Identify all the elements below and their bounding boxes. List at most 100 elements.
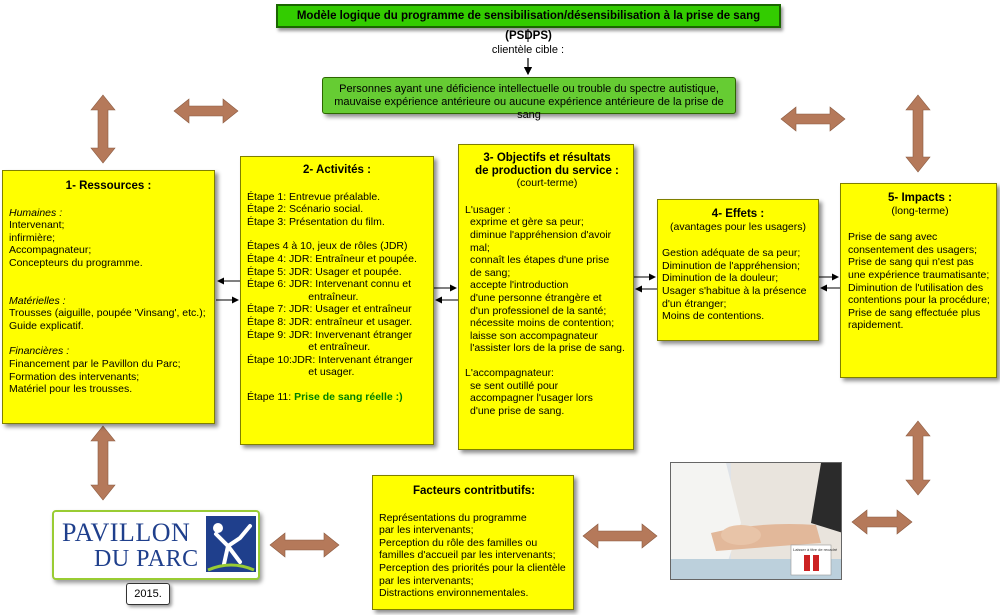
objective-item: accepte l'introduction bbox=[470, 279, 569, 292]
resource-item: Accompagnateur; bbox=[9, 244, 92, 257]
resource-item: Trousses (aiguille, poupée 'Vinsang', et… bbox=[9, 307, 206, 320]
objective-item: de sang; bbox=[470, 266, 511, 279]
blood-draw-photo: Laisser à titre de recadré bbox=[670, 462, 842, 580]
double-arrow-logo-factors bbox=[269, 532, 340, 558]
materielles-label: Matérielles : bbox=[9, 294, 66, 307]
double-arrow-photo-right bbox=[851, 509, 913, 535]
humaines-label: Humaines : bbox=[9, 206, 63, 219]
objective-item: d'une prise de sang. bbox=[470, 404, 565, 417]
activity-step: entraîneur. bbox=[247, 290, 359, 303]
impact-item: consentement des usagers; bbox=[848, 243, 977, 256]
activity-step: Étape 6: JDR: Intervenant connu et bbox=[247, 278, 412, 291]
activity-step: et usager. bbox=[247, 366, 355, 379]
factor-item: Perception des priorités pour la clientè… bbox=[379, 561, 566, 574]
objective-item: accompagner l'usager lors bbox=[470, 392, 593, 405]
factor-item: Perception du rôle des familles ou bbox=[379, 536, 538, 549]
factors-heading: Facteurs contritbutifs: bbox=[412, 485, 536, 497]
objective-item: laisse son accompagnateur bbox=[470, 329, 598, 342]
objective-item: diminue l'appréhension d'avoir bbox=[470, 228, 612, 241]
activity-step: Étape 4: JDR: Entraîneur et poupée. bbox=[247, 252, 417, 265]
double-arrow-top-right bbox=[905, 94, 931, 173]
resource-item: Financement par le Pavillon du Parc; bbox=[9, 357, 181, 370]
objective-item: exprime et gère sa peur; bbox=[470, 216, 584, 229]
objective-item: d'un professionel de la santé; bbox=[470, 304, 607, 317]
resources-heading: 1- Ressources : bbox=[65, 180, 152, 192]
objective-item: d'une personne étrangère et bbox=[470, 291, 602, 304]
activity-step: Étapes 4 à 10, jeux de rôles (JDR) bbox=[247, 240, 408, 253]
resource-item: Guide explicatif. bbox=[9, 319, 84, 332]
impacts-box: 5- Impacts : (long-terme) Prise de sang … bbox=[840, 183, 997, 378]
effects-sub: (avantages pour les usagers) bbox=[670, 220, 806, 233]
impact-item: Prise de sang avec bbox=[848, 231, 938, 244]
impact-item: contentions pour la procédure; bbox=[848, 294, 990, 307]
impact-item: Prise de sang qui n'est pas bbox=[848, 256, 974, 269]
factor-item: Représentations du programme bbox=[379, 511, 527, 524]
usager-label: L'usager : bbox=[465, 203, 511, 216]
effect-item: d'un étranger; bbox=[662, 297, 727, 310]
resource-item: infirmière; bbox=[9, 231, 56, 244]
year-label: 2015. bbox=[126, 583, 170, 605]
diagram-title: Modèle logique du programme de sensibili… bbox=[276, 4, 781, 42]
objective-item: connaît les étapes d'une prise bbox=[470, 254, 610, 267]
double-arrow-target-right bbox=[780, 106, 846, 132]
logo-figure-icon bbox=[206, 516, 256, 572]
financieres-label: Financières : bbox=[9, 345, 70, 358]
factors-box: Facteurs contritbutifs: Représentations … bbox=[372, 475, 574, 610]
effects-heading: 4- Effets : bbox=[711, 208, 765, 220]
resources-box: 1- Ressources : Humaines : Intervenant; … bbox=[2, 170, 215, 424]
impacts-sub: (long-terme) bbox=[891, 204, 949, 217]
objectives-box: 3- Objectifs et résultats de production … bbox=[458, 144, 634, 450]
photo-caption: Laisser à titre de recadré bbox=[793, 547, 838, 552]
logo-word-1: PAVILLON bbox=[62, 518, 191, 547]
double-arrow-top-left bbox=[90, 94, 116, 164]
activity-step: Étape 8: JDR: entraîneur et usager. bbox=[247, 315, 413, 328]
accomp-label: L'accompagnateur: bbox=[465, 366, 554, 379]
objectives-sub: (court-terme) bbox=[516, 177, 578, 190]
step11-highlight: Prise de sang réelle :) bbox=[294, 390, 403, 403]
resource-item: Concepteurs du programme. bbox=[9, 256, 143, 269]
factor-item: familles d'accueil par les intervenants; bbox=[379, 549, 556, 562]
effect-item: Moins de contentions. bbox=[662, 310, 765, 323]
resource-item: Formation des intervenants; bbox=[9, 370, 140, 383]
effects-box: 4- Effets : (avantages pour les usagers)… bbox=[657, 199, 819, 341]
double-arrow-bottom-right bbox=[905, 420, 931, 496]
target-line: mauvaise expérience antérieure ou aucune… bbox=[334, 96, 724, 121]
objective-item: se sent outillé pour bbox=[470, 379, 559, 392]
effect-item: Gestion adéquate de sa peur; bbox=[662, 247, 801, 260]
resource-item: Matériel pour les trousses. bbox=[9, 383, 133, 396]
target-line: Personnes ayant une déficience intellect… bbox=[339, 83, 719, 95]
target-clientele-box: Personnes ayant une déficience intellect… bbox=[322, 77, 736, 121]
target-label: clientèle cible : bbox=[491, 44, 565, 56]
activity-step: Étape 2: Scénario social. bbox=[247, 203, 364, 216]
impacts-heading: 5- Impacts : bbox=[888, 192, 952, 204]
effect-item: Usager s'habitue à la présence bbox=[662, 284, 807, 297]
activity-step: Étape 3: Présentation du film. bbox=[247, 215, 385, 228]
activity-step: Étape 10:JDR: Intervenant étranger bbox=[247, 353, 413, 366]
double-arrow-target-left bbox=[173, 98, 239, 124]
activity-step: Étape 7: JDR: Usager et entraîneur bbox=[247, 303, 412, 316]
impact-item: rapidement. bbox=[848, 319, 904, 332]
factor-item: Distractions environnementales. bbox=[379, 587, 529, 600]
effect-item: Diminution de la douleur; bbox=[662, 272, 779, 285]
activity-step-11: Étape 11: Prise de sang réelle :) bbox=[247, 391, 427, 404]
objective-item: nécessite moins de contention; bbox=[470, 317, 615, 330]
effect-item: Diminution de l'appréhension; bbox=[662, 259, 801, 272]
factor-item: par les intervenants; bbox=[379, 524, 474, 537]
step11-prefix: Étape 11: bbox=[247, 390, 295, 403]
objective-item: mal; bbox=[470, 241, 490, 254]
activities-heading: 2- Activités : bbox=[303, 164, 371, 176]
double-arrow-bottom-left bbox=[90, 425, 116, 501]
objectives-heading-1: 3- Objectifs et résultats bbox=[483, 152, 611, 164]
activities-box: 2- Activités : Étape 1: Entrevue préalab… bbox=[240, 156, 434, 445]
impact-item: une expérience traumatisante; bbox=[848, 268, 990, 281]
factor-item: par les intervenants; bbox=[379, 574, 474, 587]
activity-step: et entraîneur. bbox=[247, 341, 371, 354]
activity-step: Étape 9: JDR: Invervenant étranger bbox=[247, 328, 413, 341]
activity-step: Étape 5: JDR: Usager et poupée. bbox=[247, 265, 402, 278]
objectives-heading-2: de production du service : bbox=[475, 164, 619, 177]
impact-item: Diminution de l'utilisation des bbox=[848, 281, 984, 294]
logo-word-2: DU PARC bbox=[94, 546, 199, 572]
activity-step: Étape 1: Entrevue préalable. bbox=[247, 190, 381, 203]
resource-item: Intervenant; bbox=[9, 219, 65, 232]
